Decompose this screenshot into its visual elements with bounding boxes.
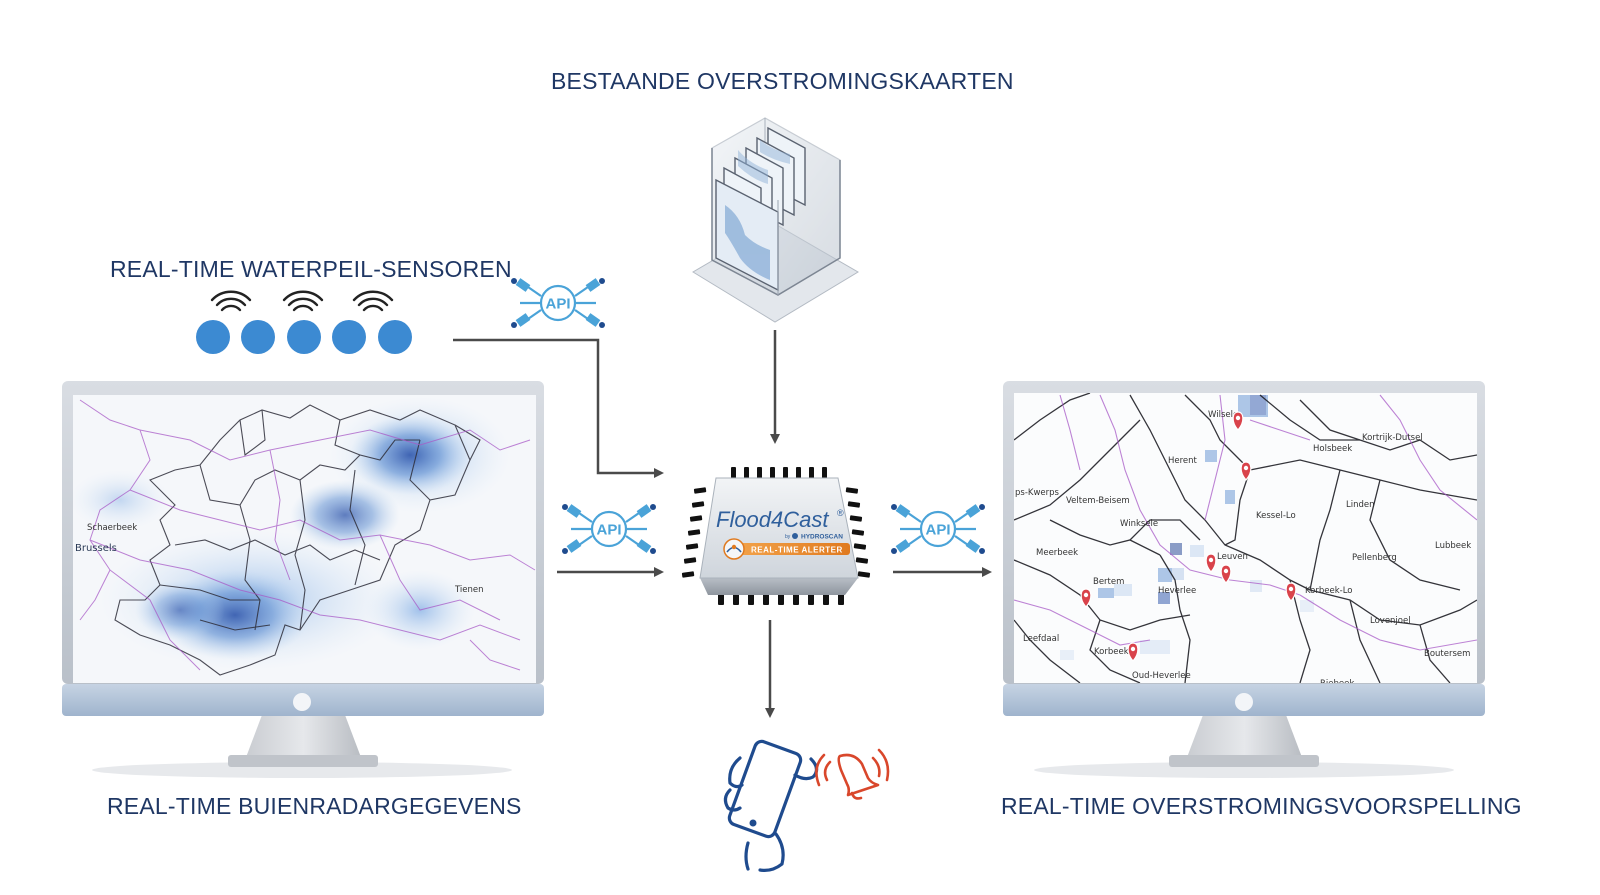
alert-pins [1080,411,1297,662]
map-label-holsbeek: Holsbeek [1313,444,1352,454]
chip-company: HYDROSCAN [801,534,843,541]
map-pin-icon [1232,411,1244,431]
bell-alert-icon [815,748,890,800]
chip-left-pins [681,487,707,578]
chip-registered-mark: ® [837,508,844,518]
api-icon: API [562,504,656,554]
map-label-leefdaal: Leefdaal [1023,634,1059,644]
sensor-group [196,290,412,354]
hydroscan-logo-icon [792,533,798,539]
map-label-kessel-lo: Kessel-Lo [1256,511,1296,521]
sensors-label: REAL-TIME WATERPEIL-SENSOREN [110,256,512,282]
forecast-map-labels: Wilsele Herent Holsbeek Kortrijk-Dutsel … [1015,410,1471,689]
chip-by: by [785,534,791,540]
flood4cast-chip: Flood4Cast ® by HYDROSCAN REAL-TIME ALER… [681,467,871,605]
sensor-dot [378,320,412,354]
map-label-korbeek-lo: Korbeek-Lo [1305,586,1352,596]
chip-right-pins [845,487,871,578]
map-label-leuven: Leuven [1217,552,1248,562]
phone-icon [723,739,819,872]
map-pin-icon [1205,553,1217,573]
map-label-linden: Linden [1346,500,1375,510]
map-label-boutersem: Boutersem [1424,649,1470,659]
svg-text:API: API [545,296,570,313]
chip-badge-text: REAL-TIME ALERTER [751,546,843,555]
map-label-lovenjoel: Lovenjoel [1370,616,1411,626]
map-label-meerbeek: Meerbeek [1036,548,1078,558]
map-label-winksele: Winksele [1120,519,1158,529]
wifi-icon [282,290,324,312]
map-label-veltem: Veltem-Beisem [1066,496,1130,506]
map-label-brussels: Brussels [75,543,117,554]
radar-label: REAL-TIME BUIENRADARGEGEVENS [107,793,522,819]
phone-alert-group [723,739,890,872]
existing-maps-label: BESTAANDE OVERSTROMINGSKAARTEN [551,68,1014,94]
map-label-korbeek: Korbeek [1094,647,1129,657]
map-pin-icon [1127,642,1139,662]
forecast-map: Wilsele Herent Holsbeek Kortrijk-Dutsel … [1014,393,1477,689]
map-label-herent: Herent [1168,456,1198,466]
map-label-oud-heverlee: Oud-Heverlee [1132,671,1191,681]
api-icon: API [891,504,985,554]
map-label-heverlee: Heverlee [1158,586,1196,596]
svg-text:API: API [925,522,950,539]
map-label-schaerbeek: Schaerbeek [87,523,137,533]
map-label-pellenberg: Pellenberg [1352,553,1397,563]
map-label-lubbeek: Lubbeek [1435,541,1471,551]
flood-maps-cube-icon [692,117,859,323]
map-pin-icon [1285,582,1297,602]
sensor-dot [287,320,321,354]
map-label-tienen: Tienen [454,585,484,595]
chip-badge [738,543,850,555]
wifi-icon [210,290,252,312]
forecast-monitor: Wilsele Herent Holsbeek Kortrijk-Dutsel … [1003,381,1485,778]
map-label-bertem: Bertem [1093,577,1124,587]
sensor-dot [241,320,275,354]
map-pin-icon [1240,461,1252,481]
sensor-dot [196,320,230,354]
chip-brand: Flood4Cast [716,507,829,532]
chip-top-pins [731,467,827,479]
wifi-icon [352,290,394,312]
map-pin-icon [1080,588,1092,608]
map-label-kwerps: ps-Kwerps [1015,488,1060,498]
forecast-label: REAL-TIME OVERSTROMINGSVOORSPELLING [1001,793,1522,819]
map-label-riebeek: Riebeek [1320,679,1354,689]
radar-map: Schaerbeek Brussels Tienen [73,395,536,683]
radar-monitor: Schaerbeek Brussels Tienen [62,381,544,778]
sensors-to-chip-arrow [453,338,664,478]
api-icon: API [511,278,605,328]
map-pin-icon [1220,564,1232,584]
map-label-wilsele: Wilsele [1208,410,1238,420]
svg-text:API: API [596,522,621,539]
sensor-dot [332,320,366,354]
connector-arrows [453,330,992,718]
map-label-kortrijk-dutsel: Kortrijk-Dutsel [1362,433,1423,443]
